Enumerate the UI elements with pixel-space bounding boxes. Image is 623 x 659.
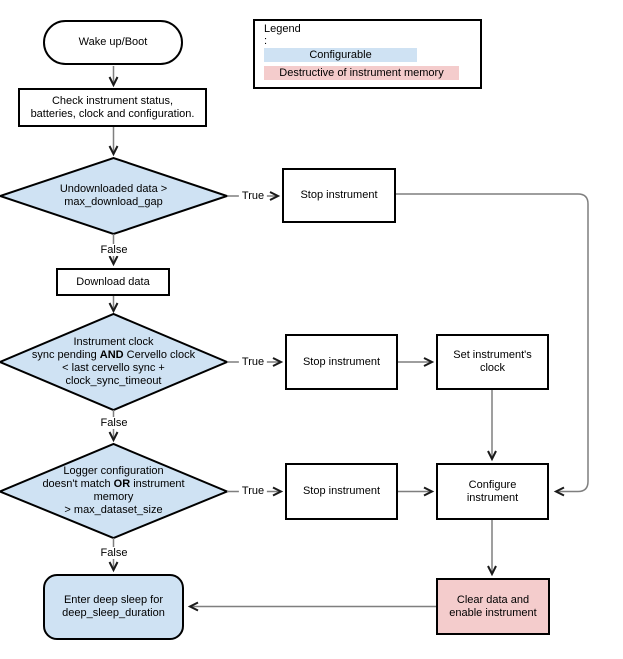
node-set-instrument-clock: Set instrument's clock bbox=[436, 334, 549, 390]
node-wake-up-boot-label: Wake up/Boot bbox=[78, 36, 148, 48]
edge-stop1-to-configure-loop bbox=[396, 193, 589, 497]
node-enter-deep-sleep: Enter deep sleep for deep_sleep_duration bbox=[43, 574, 184, 640]
node-clear-data-enable-label: Clear data and enable instrument bbox=[449, 593, 537, 619]
node-set-instrument-clock-label: Set instrument's clock bbox=[453, 349, 532, 374]
legend-destructive-label: Destructive of instrument memory bbox=[279, 67, 444, 79]
node-stop-instrument-3-label: Stop instrument bbox=[302, 485, 381, 497]
decision-undownloaded-data-label: Undownloaded data > max_download_gap bbox=[59, 183, 168, 208]
node-stop-instrument-3: Stop instrument bbox=[285, 463, 398, 520]
node-stop-instrument-2-label: Stop instrument bbox=[302, 355, 381, 368]
edge-label-false-3: False bbox=[97, 547, 131, 559]
legend-swatch-destructive: Destructive of instrument memory bbox=[264, 66, 459, 80]
edge-label-true-2: True bbox=[238, 356, 268, 368]
node-check-status: Check instrument status, batteries, cloc… bbox=[18, 88, 207, 127]
edge-label-false-2: False bbox=[97, 417, 131, 429]
edge-label-true-3: True bbox=[238, 485, 268, 497]
node-stop-instrument-1-label: Stop instrument bbox=[300, 189, 378, 201]
node-stop-instrument-1: Stop instrument bbox=[282, 168, 396, 223]
legend-configurable-label: Configurable bbox=[309, 49, 372, 61]
node-stop-instrument-2: Stop instrument bbox=[285, 334, 398, 390]
node-check-status-label: Check instrument status, batteries, cloc… bbox=[30, 94, 195, 120]
node-configure-instrument-label: Configure instrument bbox=[466, 478, 519, 504]
node-download-data-label: Download data bbox=[76, 275, 150, 288]
edge-label-true-1: True bbox=[238, 190, 268, 202]
edge-label-false-1: False bbox=[97, 244, 131, 256]
node-wake-up-boot: Wake up/Boot bbox=[43, 20, 183, 65]
node-configure-instrument: Configure instrument bbox=[436, 463, 549, 520]
legend-swatch-configurable: Configurable bbox=[264, 48, 417, 62]
legend-box: Legend : Configurable Destructive of ins… bbox=[253, 19, 482, 89]
node-download-data: Download data bbox=[56, 268, 170, 296]
node-enter-deep-sleep-label: Enter deep sleep for deep_sleep_duration bbox=[62, 594, 165, 619]
node-clear-data-enable: Clear data and enable instrument bbox=[436, 578, 550, 635]
legend-title: Legend : bbox=[264, 23, 301, 47]
